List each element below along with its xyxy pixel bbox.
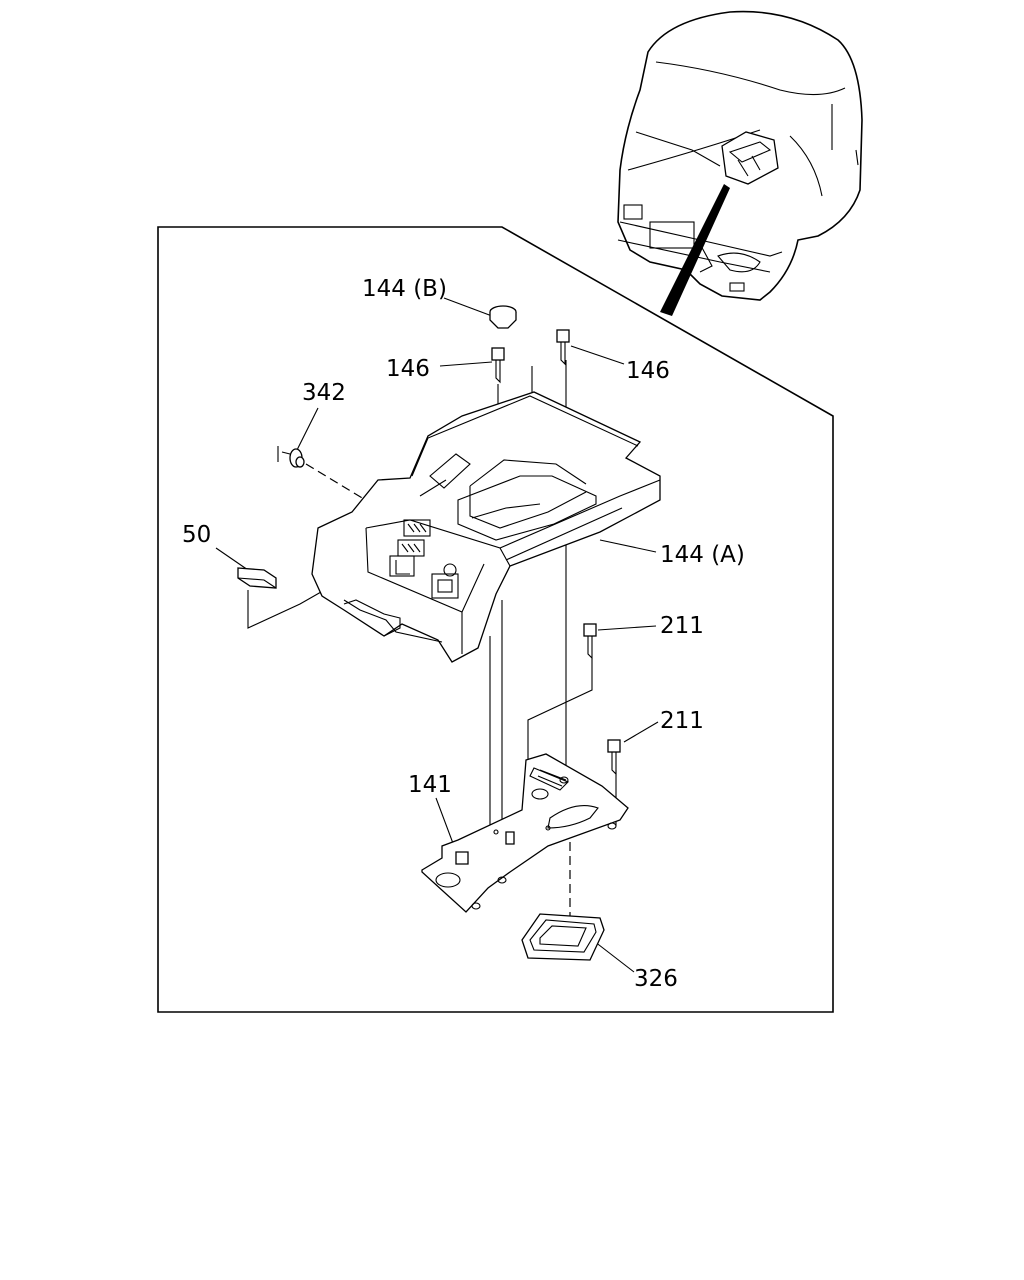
label-141: 141 [408,772,452,798]
label-144a: 144 (A) [660,542,745,568]
detail-frame [157,226,834,1013]
label-146-left: 146 [386,356,430,382]
bolt-146-right [556,329,570,366]
bracket-141 [421,753,629,913]
part-labels: 144 (B) 146 146 342 50 144 (A) 211 211 1… [182,276,745,992]
bolt-211-lower [607,739,621,776]
label-144b: 144 (B) [362,276,447,302]
bolt-146-left [491,347,505,384]
cap-50 [237,567,277,589]
truck-cab-illustration [617,10,863,316]
cap-144b [489,305,517,329]
label-50: 50 [182,522,211,548]
label-211-lower: 211 [660,708,704,734]
label-326: 326 [634,966,678,992]
console-cover-144a [311,391,661,663]
bolt-211-upper [583,623,597,660]
clip-342 [277,446,305,468]
label-211-upper: 211 [660,613,704,639]
grommet-326 [521,913,605,961]
label-342: 342 [302,380,346,406]
label-146-right: 146 [626,358,670,384]
